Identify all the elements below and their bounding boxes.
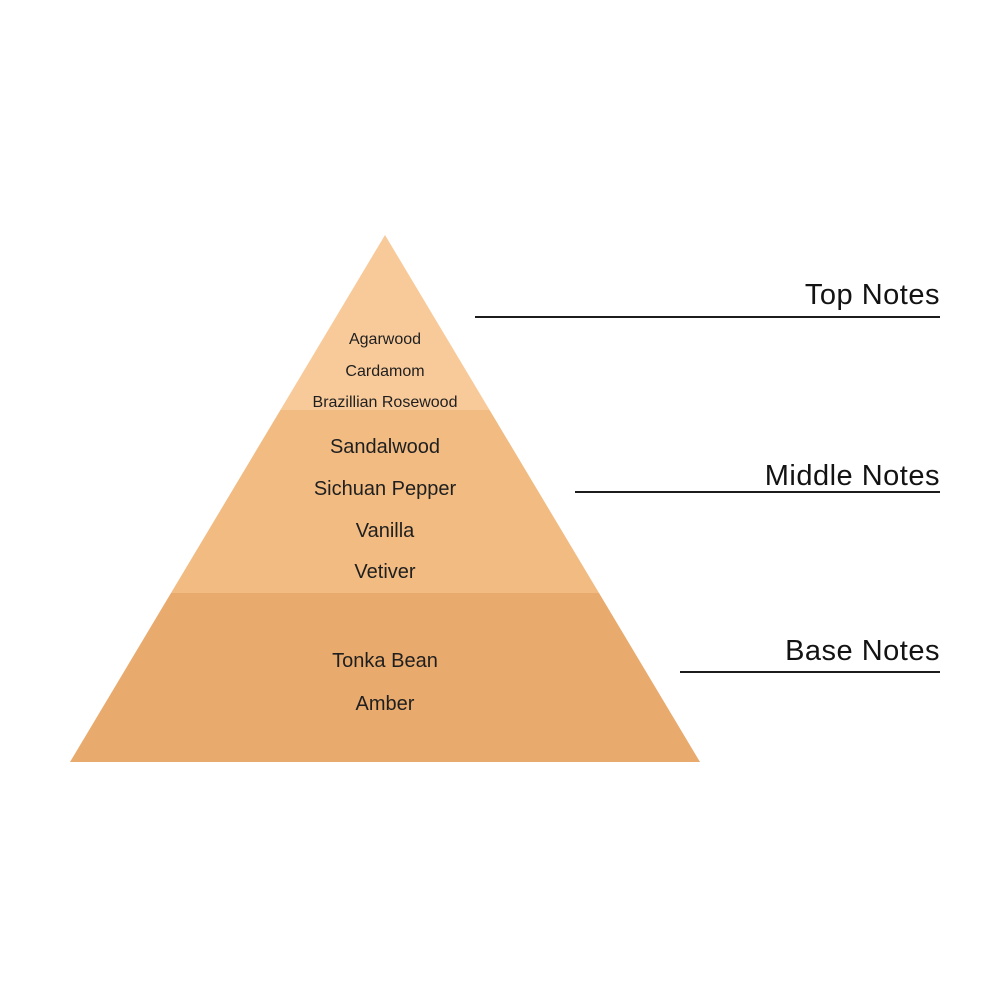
note-vanilla: Vanilla bbox=[355, 520, 415, 542]
label-base-notes: Base Notes bbox=[785, 635, 940, 667]
rule-middle-notes bbox=[575, 491, 940, 493]
label-middle-notes: Middle Notes bbox=[764, 460, 940, 492]
rule-top-notes bbox=[475, 316, 940, 318]
note-brazillian-rosewood: Brazillian Rosewood bbox=[312, 394, 458, 411]
note-cardamom: Cardamom bbox=[345, 363, 425, 380]
rule-base-notes bbox=[680, 671, 940, 673]
note-sandalwood: Sandalwood bbox=[329, 436, 441, 458]
pyramid-section-top-shape bbox=[280, 235, 490, 410]
note-tonka-bean: Tonka Bean bbox=[332, 650, 438, 672]
pyramid-section-base-shape bbox=[70, 593, 700, 762]
note-vetiver: Vetiver bbox=[354, 561, 416, 583]
note-agarwood: Agarwood bbox=[348, 331, 422, 348]
label-top-notes: Top Notes bbox=[804, 279, 940, 311]
pyramid-section-middle-shape bbox=[171, 410, 599, 593]
note-amber: Amber bbox=[355, 693, 415, 715]
note-sichuan-pepper: Sichuan Pepper bbox=[313, 478, 457, 500]
